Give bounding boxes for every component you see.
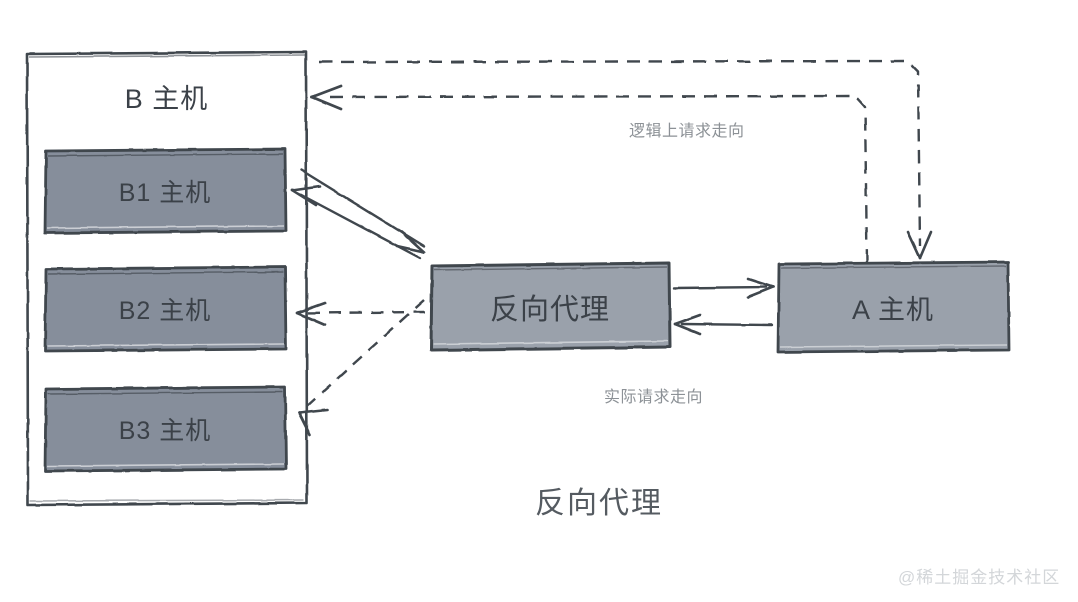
diagram-caption: 反向代理 bbox=[535, 487, 663, 520]
edge-proxy-b3 bbox=[297, 299, 425, 437]
a-host-box[interactable] bbox=[776, 260, 1011, 354]
b1-host-box[interactable] bbox=[43, 147, 288, 235]
edge-logical-a-to-b-lower bbox=[310, 84, 869, 263]
edge-proxy-b2 bbox=[295, 301, 426, 327]
edge-proxy-a-out bbox=[672, 277, 775, 299]
logical-flow-annotation: 逻辑上请求走向 bbox=[629, 123, 745, 140]
watermark: @稀土掘金技术社区 bbox=[898, 568, 1061, 587]
reverse-proxy-box[interactable] bbox=[429, 261, 672, 352]
edge-logical-a-to-b-upper bbox=[318, 59, 933, 260]
actual-flow-annotation: 实际请求走向 bbox=[604, 389, 704, 406]
b2-host-box[interactable] bbox=[43, 265, 288, 353]
edge-a-proxy-in bbox=[673, 313, 774, 336]
edge-b1-proxy bbox=[290, 168, 426, 260]
b3-host-box[interactable] bbox=[43, 385, 288, 473]
